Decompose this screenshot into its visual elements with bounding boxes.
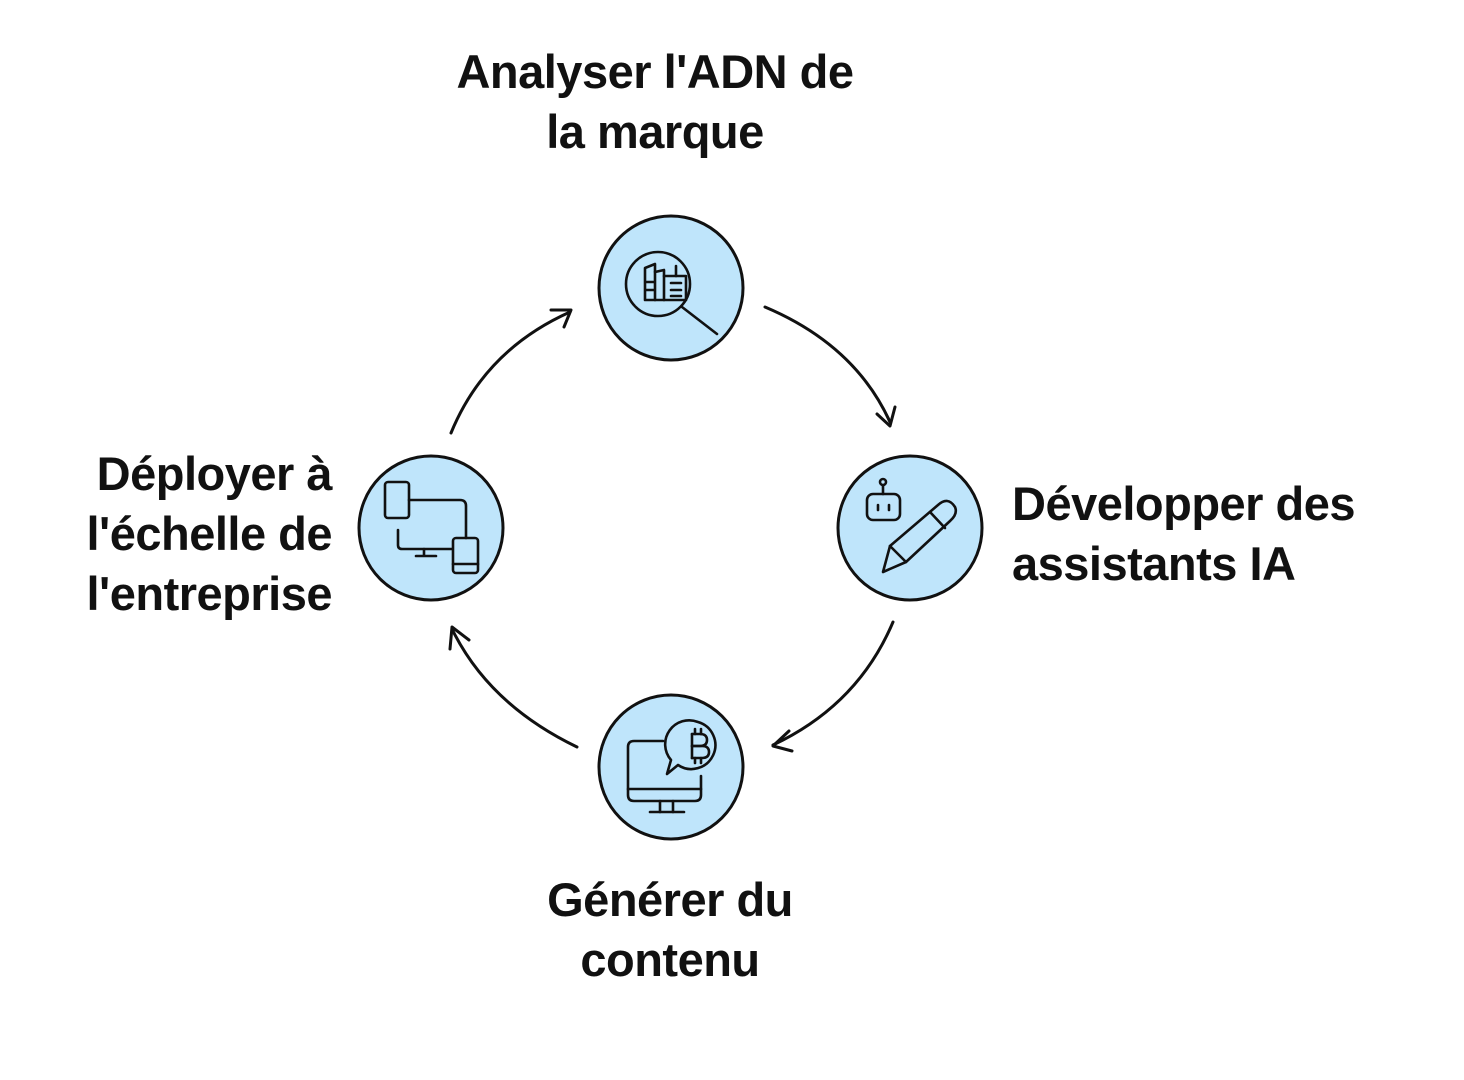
step-label-line: Développer des xyxy=(1012,477,1356,530)
step-label-line: Analyser l'ADN de xyxy=(456,45,854,98)
step-label-line: contenu xyxy=(580,933,760,986)
connected-devices-icon xyxy=(383,480,480,575)
arrow-right-to-bottom xyxy=(771,620,895,753)
step-label-line: assistants IA xyxy=(1012,537,1296,590)
brand-analysis-magnifier-icon xyxy=(624,250,719,336)
step-label-line: Déployer à xyxy=(96,447,333,500)
step-label-deploy: Déployer à l'échelle de l'entreprise xyxy=(20,444,332,624)
step-label-line: l'entreprise xyxy=(86,567,332,620)
node-develop xyxy=(836,454,984,602)
robot-pencil-icon xyxy=(865,477,958,574)
arrow-bottom-to-left xyxy=(448,625,579,749)
node-generate xyxy=(597,693,745,841)
step-label-line: la marque xyxy=(546,105,764,158)
step-label-generate: Générer du contenu xyxy=(470,870,870,990)
monitor-bitcoin-chat-icon xyxy=(626,719,717,814)
arrow-top-to-right xyxy=(763,305,897,428)
node-analyze xyxy=(597,214,745,362)
step-label-analyze: Analyser l'ADN de la marque xyxy=(405,42,905,162)
arrow-left-to-top xyxy=(449,308,573,435)
step-label-line: Générer du xyxy=(547,873,793,926)
node-deploy xyxy=(357,454,505,602)
step-label-develop: Développer des assistants IA xyxy=(1012,474,1356,594)
step-label-line: l'échelle de xyxy=(86,507,332,560)
